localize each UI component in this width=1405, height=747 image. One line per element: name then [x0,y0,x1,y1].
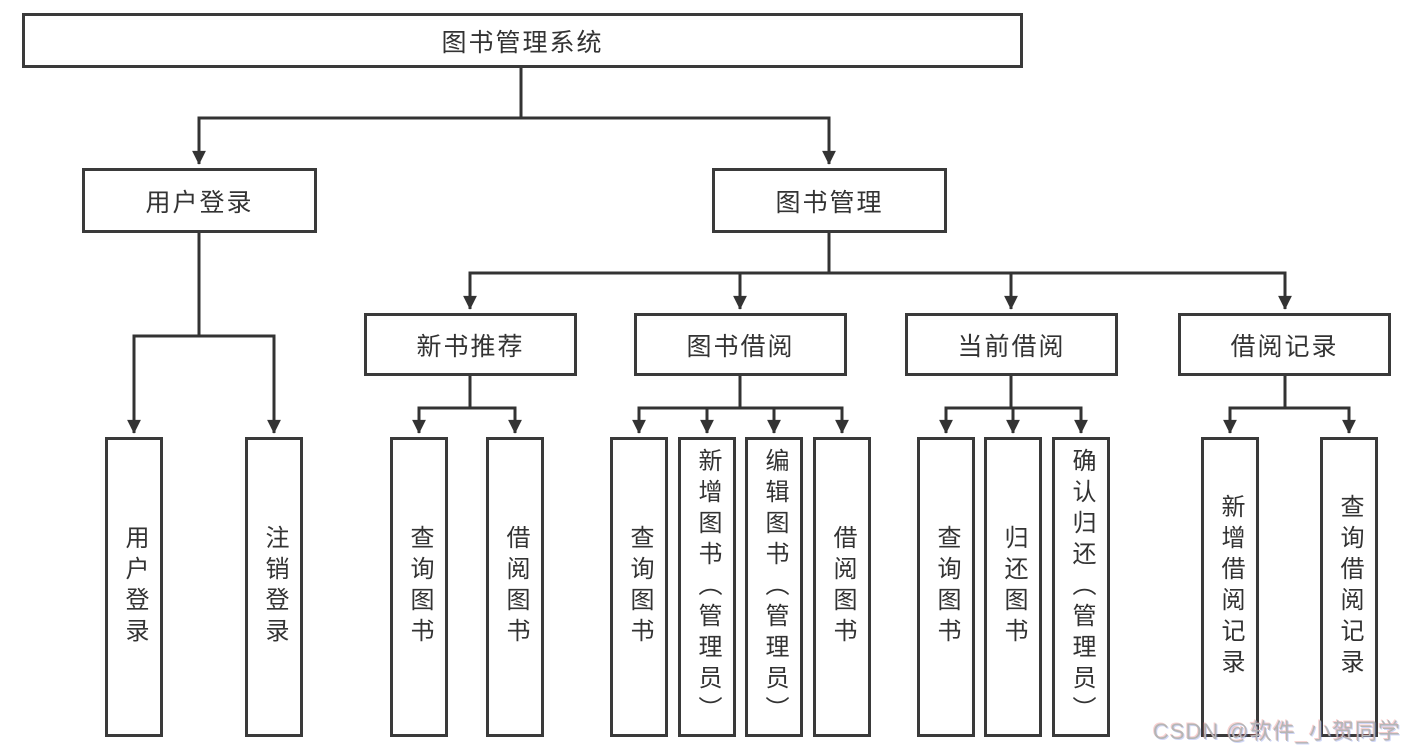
node-leaf-user-login: 用户登录 [105,437,163,737]
edges-book-borrow-to-leaves [632,376,849,434]
node-leaf-record-add-label: 新增借阅记录 [1217,494,1244,680]
node-leaf-newbook-query-label: 查询图书 [406,525,433,649]
node-user-login: 用户登录 [82,168,317,233]
node-leaf-borrow-edit-admin: 编辑图书（管理员） [745,437,803,737]
node-borrow-records: 借阅记录 [1178,313,1391,376]
node-root: 图书管理系统 [22,13,1023,68]
node-borrow-records-label: 借阅记录 [1230,332,1339,361]
node-leaf-borrow-borrow: 借阅图书 [813,437,871,737]
node-leaf-current-return: 归还图书 [984,437,1042,737]
node-leaf-current-confirm-admin: 确认归还（管理员） [1052,437,1110,737]
node-leaf-newbook-borrow: 借阅图书 [486,437,544,737]
edges-book-mgmt-to-level3 [463,233,1292,310]
node-current-borrow: 当前借阅 [905,313,1118,376]
edges-user-login-to-leaves [127,233,281,434]
node-leaf-logout: 注销登录 [245,437,303,737]
node-book-borrow: 图书借阅 [634,313,847,376]
node-leaf-borrow-edit-admin-label: 编辑图书（管理员） [761,447,788,727]
node-leaf-borrow-borrow-label: 借阅图书 [829,525,856,649]
edges-borrow-records-to-leaves [1223,376,1356,434]
node-leaf-current-confirm-admin-label: 确认归还（管理员） [1068,447,1095,727]
node-leaf-record-query: 查询借阅记录 [1320,437,1378,737]
node-leaf-newbook-query: 查询图书 [390,437,448,737]
node-leaf-borrow-query-label: 查询图书 [626,525,653,649]
node-leaf-borrow-query: 查询图书 [610,437,668,737]
node-leaf-user-login-label: 用户登录 [121,525,148,649]
node-new-book-rec-label: 新书推荐 [416,332,525,361]
node-leaf-newbook-borrow-label: 借阅图书 [502,525,529,649]
node-leaf-record-query-label: 查询借阅记录 [1336,494,1363,680]
node-root-label: 图书管理系统 [441,28,604,57]
node-book-mgmt-label: 图书管理 [775,188,884,217]
node-book-mgmt: 图书管理 [712,168,947,233]
node-book-borrow-label: 图书借阅 [686,332,795,361]
node-current-borrow-label: 当前借阅 [957,332,1066,361]
edges-current-borrow-to-leaves [939,376,1088,434]
node-leaf-current-query: 查询图书 [917,437,975,737]
node-leaf-record-add: 新增借阅记录 [1201,437,1259,737]
edges-new-book-rec-to-leaves [412,376,522,434]
node-new-book-rec: 新书推荐 [364,313,577,376]
node-user-login-label: 用户登录 [145,188,254,217]
edges-root-to-level2 [192,68,836,165]
node-leaf-borrow-add-admin-label: 新增图书（管理员） [694,447,721,727]
node-leaf-logout-label: 注销登录 [261,525,288,649]
watermark: CSDN @软件_小贺同学 [1152,719,1401,744]
node-leaf-current-query-label: 查询图书 [933,525,960,649]
node-leaf-borrow-add-admin: 新增图书（管理员） [678,437,736,737]
node-leaf-current-return-label: 归还图书 [1000,525,1027,649]
